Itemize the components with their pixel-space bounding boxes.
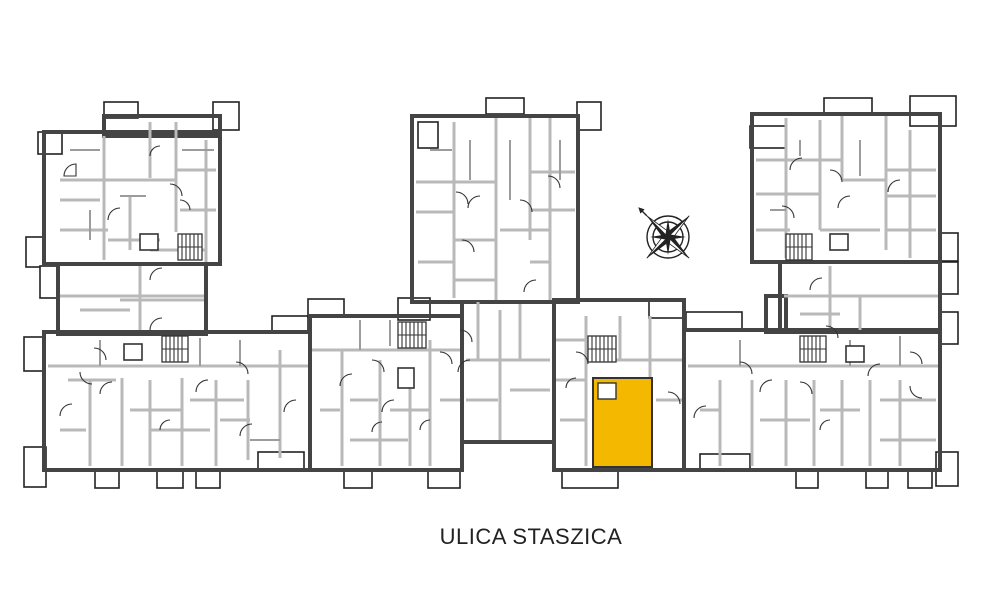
balcony [37, 131, 63, 155]
balcony [485, 97, 525, 115]
street-label: ULICA STASZICA [439, 524, 623, 549]
balcony [94, 469, 120, 489]
elevator [829, 233, 849, 251]
highlighted-apartment[interactable] [592, 377, 653, 468]
staircase [161, 335, 189, 363]
balcony [685, 311, 743, 331]
balcony [865, 469, 889, 489]
balcony [939, 232, 959, 262]
balcony [939, 261, 959, 295]
balcony [417, 121, 439, 149]
elevator [397, 367, 415, 389]
staircase [785, 233, 813, 261]
wall [308, 314, 464, 472]
balcony [907, 469, 933, 489]
wall [460, 300, 556, 444]
balcony [25, 236, 45, 268]
balcony [939, 311, 959, 345]
balcony [23, 336, 45, 372]
wall [102, 114, 222, 138]
balcony [343, 469, 373, 489]
elevator [139, 233, 159, 251]
balcony [699, 453, 751, 471]
staircase [177, 233, 203, 261]
balcony [561, 469, 619, 489]
staircase [799, 335, 827, 363]
staircases [161, 233, 827, 363]
balcony [39, 265, 59, 299]
balcony [195, 469, 221, 489]
inner-walls [48, 116, 938, 466]
elevator [845, 345, 865, 363]
elevators [123, 233, 865, 389]
elevator [123, 343, 143, 361]
wall [764, 294, 788, 334]
balcony [909, 95, 957, 127]
apartment-bathroom [597, 382, 617, 400]
balcony [749, 125, 787, 149]
balcony [271, 315, 309, 333]
balcony [648, 299, 684, 319]
balcony [795, 469, 819, 489]
balcony [576, 101, 602, 131]
compass-rose-icon [638, 207, 690, 259]
balconies [23, 95, 959, 489]
staircase [397, 321, 427, 349]
doors [59, 145, 923, 437]
balcony [427, 469, 461, 489]
outer-walls [42, 112, 942, 472]
balcony [156, 469, 184, 489]
balcony [823, 97, 873, 115]
staircase [587, 335, 617, 363]
